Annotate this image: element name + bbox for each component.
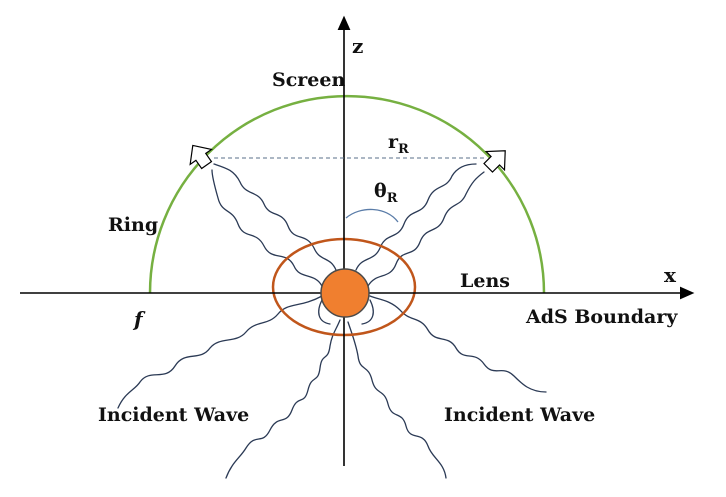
incident-wave-right — [347, 321, 447, 479]
incident-wave-far-right — [369, 295, 547, 393]
theta-label: θR — [374, 180, 398, 206]
theta-angle-arc — [345, 208, 399, 223]
ray-arrow-right-icon — [483, 150, 506, 173]
screen-label: Screen — [272, 69, 345, 91]
x-axis-label: x — [664, 263, 677, 287]
incident-wave-right-label: Incident Wave — [444, 404, 595, 426]
incident-wave-left-label: Incident Wave — [98, 404, 249, 426]
ring-radius-subscript: R — [398, 142, 409, 157]
ray-arrow-left-icon — [189, 144, 213, 170]
ring-label: Ring — [108, 214, 158, 236]
wave-loop-left — [318, 299, 331, 325]
incident-wave-left — [225, 319, 341, 479]
outgoing-wave-left — [211, 169, 323, 287]
ring-radius-symbol: r — [388, 131, 399, 153]
wave-loop-right — [361, 299, 374, 325]
incident-wave-far-left — [117, 295, 323, 409]
outgoing-wave-right — [367, 171, 485, 287]
boundary-label: AdS Boundary — [525, 306, 678, 328]
outgoing-wave-left-inner — [213, 163, 337, 271]
focal-label: f — [132, 307, 146, 331]
central-ball — [320, 268, 370, 318]
lens-label: Lens — [460, 270, 510, 292]
screen-arc — [148, 94, 546, 294]
theta-symbol: θ — [374, 180, 387, 202]
z-axis-label: z — [352, 34, 363, 58]
outgoing-wave-right-inner — [355, 163, 477, 271]
ring-radius-label: rR — [388, 131, 409, 157]
theta-subscript: R — [387, 191, 398, 206]
